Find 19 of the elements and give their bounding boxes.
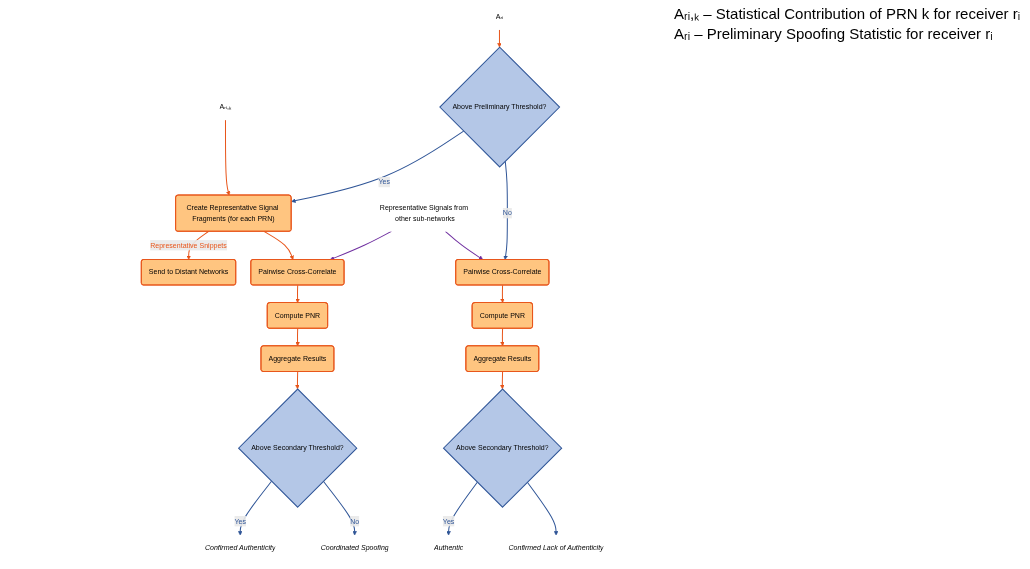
arrow <box>503 160 508 260</box>
arrow <box>526 481 559 536</box>
arrow <box>500 328 505 347</box>
legend-note: Aᵣᵢ,ₖ – Statistical Contribution of PRN k for receiver rᵢ <box>674 4 1020 24</box>
arrow <box>295 284 300 304</box>
arrow <box>500 284 505 304</box>
arrow <box>446 481 478 536</box>
arrow <box>225 119 231 196</box>
arrow <box>295 328 300 347</box>
arrow <box>263 231 294 260</box>
arrow <box>295 371 300 390</box>
arrow <box>238 480 272 536</box>
arrow <box>329 230 392 261</box>
legend-note: Aᵣᵢ – Preliminary Spoofing Statistic for receiver rᵢ <box>674 24 994 44</box>
arrow <box>500 371 505 390</box>
arrow <box>444 230 484 260</box>
arrow <box>497 29 502 48</box>
arrow <box>291 130 465 203</box>
arrow <box>322 480 357 536</box>
